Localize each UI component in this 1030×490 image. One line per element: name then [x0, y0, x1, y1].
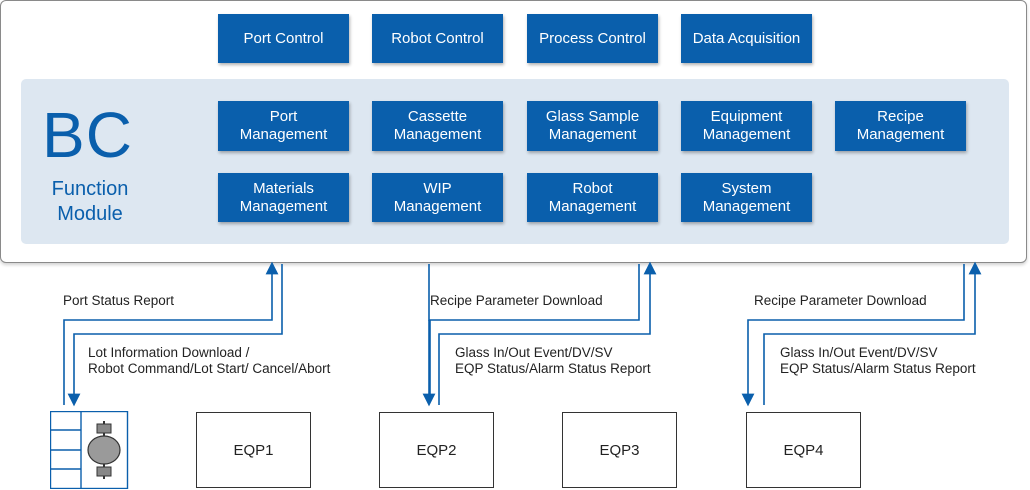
eqp4-box[interactable]: EQP4: [746, 412, 861, 488]
flow2-down-line: [428, 264, 640, 400]
flow1-up-arrow: [63, 261, 279, 405]
flow1-down-label: Lot Information Download / Robot Command…: [88, 345, 331, 376]
materials-management-box[interactable]: Materials Management: [218, 173, 349, 222]
robot-control-box[interactable]: Robot Control: [372, 14, 503, 63]
flow1-down-arrow: [67, 264, 283, 407]
flow3-down-arrow: [741, 264, 965, 407]
data-acquisition-box[interactable]: Data Acquisition: [681, 14, 812, 63]
flow2-up-arrow: [438, 261, 657, 405]
process-control-box[interactable]: Process Control: [527, 14, 658, 63]
eqp2-box[interactable]: EQP2: [379, 412, 494, 488]
flow1-up-label: Port Status Report: [63, 293, 175, 308]
flow2-down-label: Glass In/Out Event/DV/SV EQP Status/Alar…: [455, 345, 651, 376]
bc-title: BC: [42, 99, 133, 171]
robot-management-box[interactable]: Robot Management: [527, 173, 658, 222]
cassette-port-icon: [50, 411, 129, 489]
wip-management-box[interactable]: WIP Management: [372, 173, 503, 222]
glass-sample-management-box[interactable]: Glass Sample Management: [527, 101, 658, 151]
flow3-up-arrow: [763, 261, 982, 405]
flow3-up-label: Recipe Parameter Download: [754, 293, 927, 308]
flow3-down-label: Glass In/Out Event/DV/SV EQP Status/Alar…: [780, 345, 976, 376]
cassette-management-box[interactable]: Cassette Management: [372, 101, 503, 151]
function-module-subtitle: Function Module: [51, 178, 129, 225]
port-control-box[interactable]: Port Control: [218, 14, 349, 63]
recipe-management-box[interactable]: Recipe Management: [835, 101, 966, 151]
system-management-box[interactable]: System Management: [681, 173, 812, 222]
eqp1-box[interactable]: EQP1: [196, 412, 311, 488]
equipment-management-box[interactable]: Equipment Management: [681, 101, 812, 151]
eqp3-box[interactable]: EQP3: [562, 412, 677, 488]
port-management-box[interactable]: Port Management: [218, 101, 349, 151]
flow2-up-label: Recipe Parameter Download: [430, 293, 603, 308]
